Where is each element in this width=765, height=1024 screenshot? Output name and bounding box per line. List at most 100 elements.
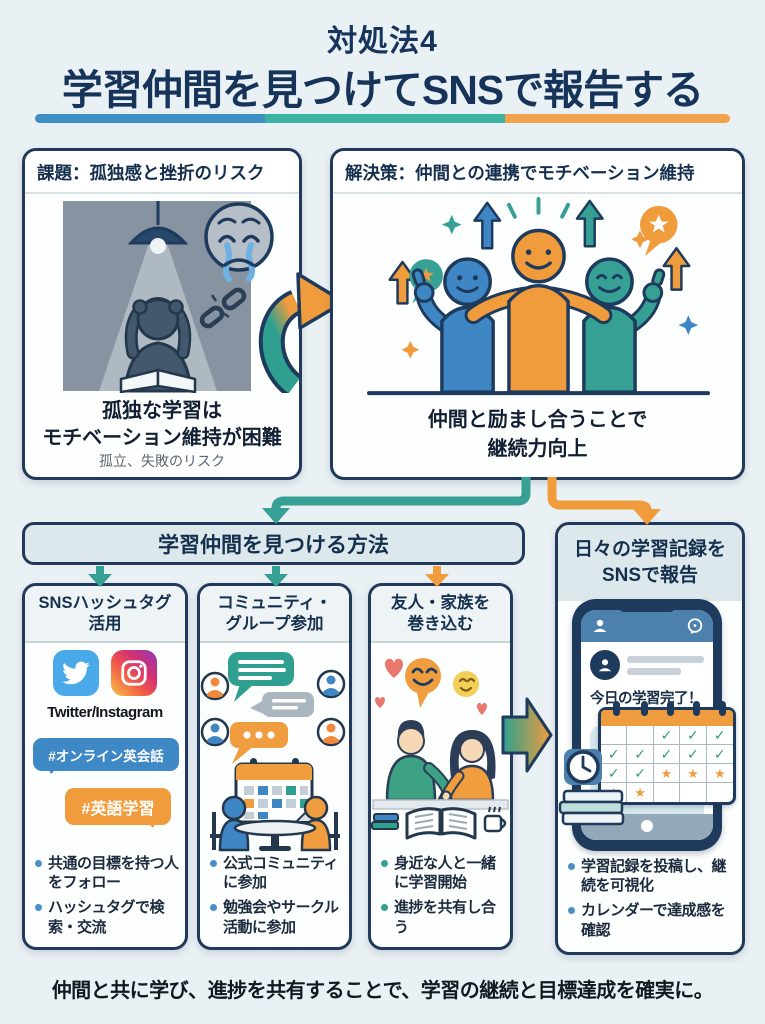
calendar-check-mark: ✓: [627, 764, 654, 783]
calendar-check-mark: ✓: [601, 745, 628, 764]
coffee-cup-icon: [483, 806, 507, 833]
excitement-dashes-icon: [506, 196, 571, 219]
calendar-empty-cell: [654, 783, 681, 802]
twitter-icon: [53, 650, 99, 696]
bullet-item: 勉強会やサークル活動に参加: [210, 898, 345, 936]
smiley-balloon-icon: [405, 658, 441, 708]
bullet-item: 共通の目標を持つ人をフォロー: [35, 854, 181, 892]
calendar-check-mark: ✓: [601, 764, 628, 783]
chat-icon: [687, 618, 703, 635]
calendar-empty-cell: [601, 726, 628, 745]
divider-teal-segment: [265, 114, 505, 123]
friends-studying-illustration: [371, 658, 509, 840]
books-stack-icon: [558, 789, 628, 829]
bullet-text: 学習記録を投稿し、継続を可視化: [581, 858, 727, 895]
community-illustration: [200, 652, 346, 852]
smiley-icon: [453, 671, 479, 697]
report-bullet-list: 学習記録を投稿し、継続を可視化 カレンダーで達成感を確認: [568, 857, 738, 940]
calendar-check-mark: ✓: [680, 745, 707, 764]
bullet-text: 勉強会やサークル活動に参加: [223, 899, 339, 936]
calendar-check-mark: ✓: [653, 745, 681, 764]
calendar-header: [601, 701, 733, 726]
orange-friend-icon: [464, 228, 613, 394]
column1-header: SNSハッシュタグ 活用: [25, 586, 185, 643]
broken-chain-icon: [199, 287, 247, 329]
bullet-dot: [381, 904, 388, 912]
instagram-icon: [111, 650, 157, 696]
bullet-item: 学習記録を投稿し、継続を可視化: [568, 857, 738, 895]
home-button: [641, 820, 653, 832]
bullet-item: カレンダーで達成感を確認: [568, 901, 738, 939]
footer-summary: 仲間と共に学び、進捗を共有することで、学習の継続と目標達成を確実に。: [51, 980, 714, 1002]
heart-icon: [375, 658, 487, 715]
method-column-sns-hashtag: SNSハッシュタグ 活用 Twitter/Instagram #オンライン英会話…: [22, 583, 188, 950]
sparkle-icon: [401, 214, 699, 359]
up-arrow-icon: [388, 199, 691, 305]
calendar-empty-cell: [707, 783, 733, 802]
methods-header-bar: 学習仲間を見つける方法: [22, 522, 525, 565]
solution-caption-line2: 継続力向上: [487, 438, 588, 460]
sns-icon-row: [25, 650, 185, 696]
problem-caption-line1: 孤独な学習は: [102, 400, 222, 422]
calendar-check-mark: ✓: [706, 745, 733, 764]
method-column-friends-family: 友人・家族を 巻き込む: [368, 583, 513, 950]
problem-header: 課題：孤独感と挫折のリスク: [25, 151, 299, 194]
hashtag-bubble-blue: #オンライン英会話: [33, 738, 179, 774]
bullet-dot: [568, 863, 575, 870]
bullet-item: 公式コミュニティに参加: [210, 854, 345, 892]
calendar-star-mark: ★: [653, 764, 681, 783]
phone-topbar: [581, 610, 713, 642]
divider-blue-segment: [35, 114, 265, 123]
problem-subcaption: 孤立、失敗のリスク: [99, 453, 225, 469]
calendar-check-mark: ✓: [680, 726, 707, 745]
hashtag-bubble-orange: #英語学習: [65, 788, 171, 828]
bullet-item: ハッシュタグで検索・交流: [35, 898, 181, 936]
crying-face-icon: [204, 202, 274, 282]
bullet-dot: [35, 860, 42, 867]
lonely-study-illustration: [63, 201, 274, 393]
calendar-empty-cell: [680, 783, 707, 802]
clock-icon: [560, 743, 606, 789]
calendar-star-mark: ★: [706, 764, 733, 783]
method-column-community: コミュニティ・ グループ参加: [197, 583, 352, 950]
study-group-table-icon: [210, 795, 340, 852]
bullet-item: 身近な人と一緒に学習開始: [381, 854, 506, 892]
column2-bullet-list: 公式コミュニティに参加 勉強会やサークル活動に参加: [210, 854, 345, 937]
teal-connector: [262, 477, 531, 524]
open-book-icon: [405, 807, 477, 840]
solution-header: 解決策：仲間との連携でモチベーション維持: [333, 151, 742, 194]
sns-post: [581, 642, 713, 682]
problem-caption-line2: モチベーション維持が困難: [42, 427, 282, 449]
blue-friend-icon: [411, 257, 495, 394]
friends-encouraging-illustration: [367, 196, 710, 396]
bullet-dot: [210, 860, 217, 867]
bullet-dot: [35, 904, 42, 912]
profile-icon: [593, 619, 607, 632]
bullet-text: カレンダーで達成感を確認: [581, 902, 726, 939]
solution-caption-line1: 仲間と励まし合うことで: [427, 409, 648, 431]
bullet-dot: [568, 907, 575, 915]
gradient-divider: [35, 114, 730, 123]
calendar-empty-cell: [627, 726, 654, 745]
table-surface: [372, 799, 509, 810]
problem-card: 課題：孤独感と挫折のリスク: [22, 148, 302, 480]
lamp-icon: [127, 226, 189, 245]
divider-orange-segment: [505, 114, 730, 123]
calendar-check-mark: ✓: [627, 745, 654, 764]
notebooks-icon: [371, 813, 399, 830]
chat-bubble-icon: [228, 652, 314, 764]
sns-report-card: 日々の学習記録を SNSで報告: [555, 522, 745, 955]
bullet-dot: [210, 904, 217, 912]
bullet-text: 進捗を共有し合う: [394, 899, 496, 936]
calendar-star-mark: ★: [627, 783, 654, 802]
calendar-icon: [234, 758, 314, 824]
column1-bullet-list: 共通の目標を持つ人をフォロー ハッシュタグで検索・交流: [35, 854, 181, 937]
bullet-text: 共通の目標を持つ人をフォロー: [48, 855, 179, 892]
methods-header-label: 学習仲間を見つける方法: [158, 533, 389, 557]
column3-header: 友人・家族を 巻き込む: [371, 586, 510, 643]
bullet-text: 公式コミュニティに参加: [223, 855, 339, 892]
column3-bullet-list: 身近な人と一緒に学習開始 進捗を共有し合う: [381, 854, 506, 937]
report-header: 日々の学習記録を SNSで報告: [558, 525, 742, 601]
calendar-star-mark: ★: [680, 764, 707, 783]
